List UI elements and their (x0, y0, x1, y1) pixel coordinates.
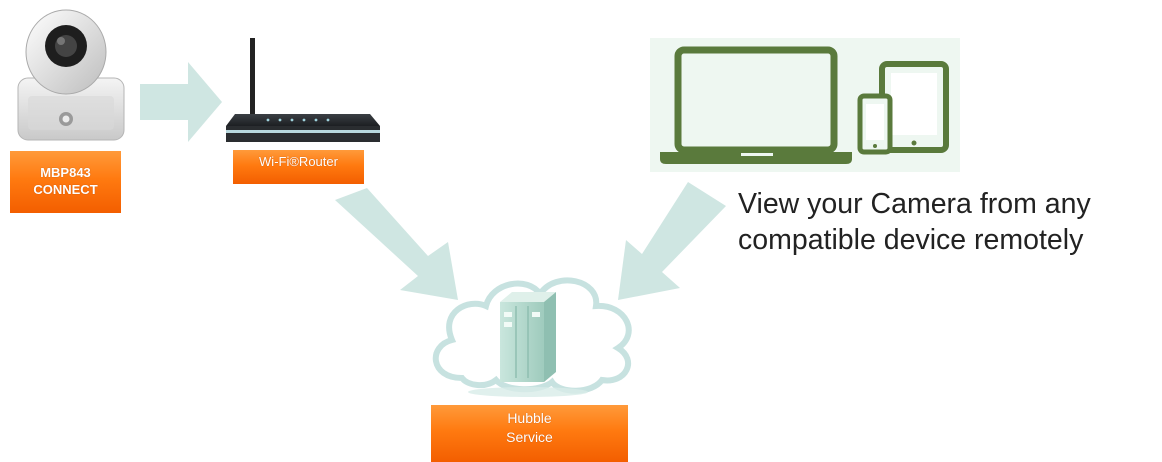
hubble-service-label: Hubble Service (431, 405, 628, 462)
camera-label-line1: MBP843 (40, 165, 91, 180)
router-label: Wi-Fi®Router (233, 150, 364, 184)
server-icon (500, 292, 556, 382)
router-icon (226, 38, 380, 142)
caption-line2: compatible device remotely (738, 224, 1084, 256)
remote-view-caption: View your Camera from any compatible dev… (738, 186, 1158, 258)
camera-model-label: MBP843 CONNECT (10, 151, 121, 213)
camera-label-line2: CONNECT (33, 182, 98, 197)
arrow-camera-to-router (140, 62, 222, 142)
phone-icon (857, 93, 893, 155)
arrow-devices-to-cloud (618, 182, 726, 300)
hubble-label-line1: Hubble (507, 410, 552, 426)
router-label-text: Wi-Fi®Router (259, 154, 338, 169)
camera-icon (17, 9, 125, 141)
arrow-router-to-cloud (335, 188, 458, 300)
hubble-label-line2: Service (506, 429, 553, 445)
laptop-icon (660, 46, 852, 164)
caption-line1: View your Camera from any (738, 188, 1091, 220)
